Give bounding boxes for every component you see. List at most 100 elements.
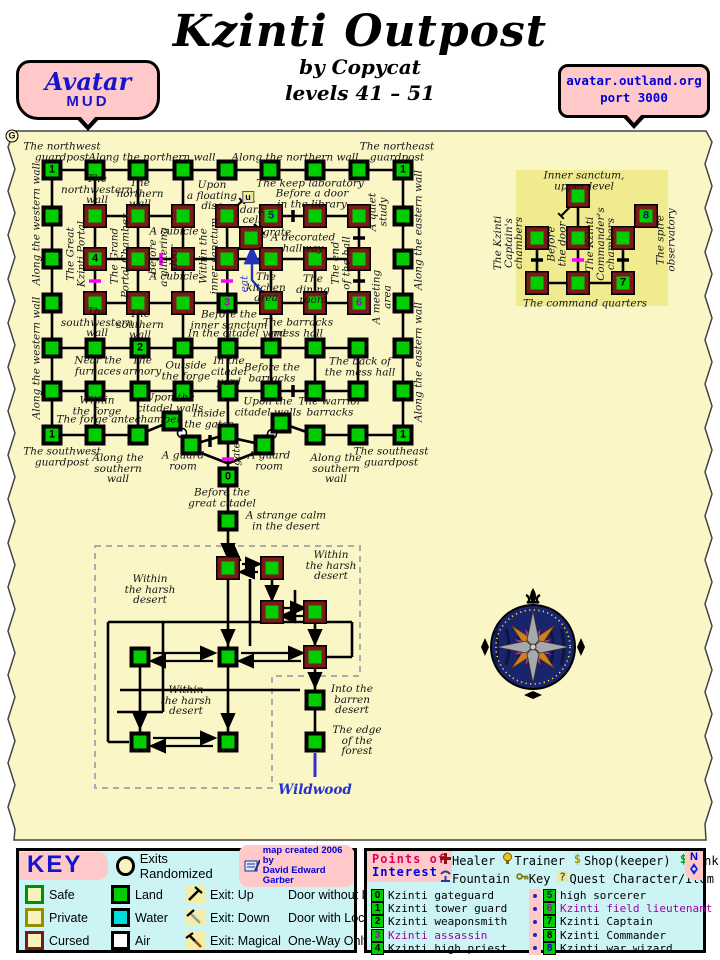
poi-name: Kzinti war wizard (560, 941, 673, 955)
shop-icon: $ (574, 852, 581, 865)
door-marker (291, 210, 295, 222)
key-item-land: Land (111, 884, 185, 905)
poi-icon-label: Healer (452, 854, 496, 868)
poi-icon-label: Quest Character/Item (569, 872, 714, 886)
exit-down-icon (185, 909, 205, 926)
key-item-safe: Safe (25, 884, 111, 905)
randomized-circle-icon (116, 856, 135, 876)
poi-name: Kzinti Captain (560, 915, 653, 929)
private-room-icon (25, 908, 44, 927)
poi-number-chip: 0 (371, 889, 384, 903)
svg-text:$: $ (574, 852, 581, 865)
locked-door-marker (572, 258, 584, 262)
poi-number-chip: 6 (543, 902, 556, 916)
bank-icon: $ (680, 852, 687, 865)
svg-text:?: ? (560, 871, 567, 884)
key-icon (515, 873, 529, 880)
key-item-exit-up: Exit: Up (185, 884, 283, 905)
poi-name: Kzinti weaponsmith (388, 915, 508, 929)
land-room-icon (111, 885, 130, 904)
north-indicator: N (685, 851, 703, 880)
poi-entry: 1 Kzinti tower guard (371, 902, 529, 916)
poi-entry: 4 Kzinti high priest (371, 941, 529, 955)
poi-entry: 7 Kzinti Captain (543, 915, 703, 929)
poi-entry: 0 Kzinti gateguard (371, 889, 529, 903)
page-title: Kzinti Outpost (172, 6, 548, 57)
poi-number-chip: 8 (543, 928, 556, 942)
level-range: levels 41 – 51 (284, 81, 436, 105)
exit-magic-icon (185, 932, 205, 949)
quest-icon: ? (557, 871, 569, 884)
poi-number-chip: 4 (371, 941, 384, 955)
avatar-mud-badge: Avatar MUD (16, 60, 160, 131)
randomized-exit-circle (176, 427, 188, 439)
poi-number-chip: 7 (543, 915, 556, 929)
poi-number-chip: 2 (371, 915, 384, 929)
healer-icon (440, 853, 451, 864)
key-item-oneway: One-Way Only (283, 930, 370, 951)
poi-entry: 3 Kzinti assassin (371, 928, 529, 942)
exits-randomized-item: Exits Randomized (116, 851, 232, 881)
locked-door-marker (221, 279, 233, 283)
desert-dashed-boundary (94, 545, 361, 789)
door-marker (617, 258, 629, 262)
key-legend: KEY Exits Randomized map created 2006 by… (16, 845, 388, 953)
compass-needle-icon (690, 863, 698, 875)
exit-up-icon (185, 886, 205, 903)
key-item-doorlock: Door with Lock (283, 907, 371, 928)
byline: by Copycat (299, 55, 421, 79)
poi-name: Kzinti high priest (388, 941, 508, 955)
poi-number-chip: 3 (371, 928, 384, 942)
air-room-icon (111, 931, 130, 950)
key-item-private: Private (25, 907, 111, 928)
poi-name: Kzinti field lieutenant (560, 902, 713, 916)
header: Kzinti Outpost by Copycat levels 41 – 51 (0, 0, 720, 106)
poi-name: Kzinti tower guard (388, 902, 508, 916)
poi-name: high sorcerer (560, 889, 647, 903)
locked-door-marker (159, 253, 163, 265)
key-item-water: Water (111, 907, 185, 928)
poi-icon-label: Fountain (452, 872, 510, 886)
poi-name: Kzinti gateguard (388, 889, 494, 903)
key-item-exit-down: Exit: Down (185, 907, 283, 928)
door-marker (531, 258, 543, 262)
trainer-icon (503, 852, 513, 864)
poi-entry: 5 high sorcerer (543, 889, 703, 903)
poi-number-chip: 5 (543, 889, 556, 903)
poi-name: Kzinti assassin (388, 928, 488, 942)
key-item-air: Air (111, 930, 185, 951)
map-credit: map created 2006 by David Edward Garber (238, 845, 354, 887)
scroll-pen-icon (244, 859, 260, 872)
locked-door-marker (89, 279, 101, 283)
door-marker (353, 279, 365, 283)
compass-rose (481, 588, 585, 699)
water-room-icon (111, 908, 130, 927)
poi-icon-label: Key (528, 872, 551, 886)
key-title: KEY (19, 852, 109, 880)
map-connection (225, 215, 230, 435)
cursed-room-icon (25, 931, 44, 950)
poi-name: Kzinti Commander (560, 928, 666, 942)
key-item-cursed: Cursed (25, 930, 111, 951)
inner-sanctum-inset (516, 170, 668, 306)
locked-door-marker (222, 457, 234, 461)
poi-icon-label: Shop(keeper) (583, 854, 671, 868)
poi-entry: 2 Kzinti weaponsmith (371, 915, 529, 929)
svg-text:$: $ (680, 852, 687, 865)
mud-name: Avatar (44, 67, 132, 96)
poi-number-chip: 1 (371, 902, 384, 916)
key-item-exit-magic: Exit: Magical (185, 930, 283, 951)
poi-entry: 8 Kzinti Commander (543, 928, 703, 942)
door-marker (208, 435, 212, 447)
exit-level-tick (557, 212, 565, 220)
randomized-exit-circle (266, 428, 278, 440)
mud-sub: MUD (66, 93, 110, 110)
safe-room-icon (25, 885, 44, 904)
